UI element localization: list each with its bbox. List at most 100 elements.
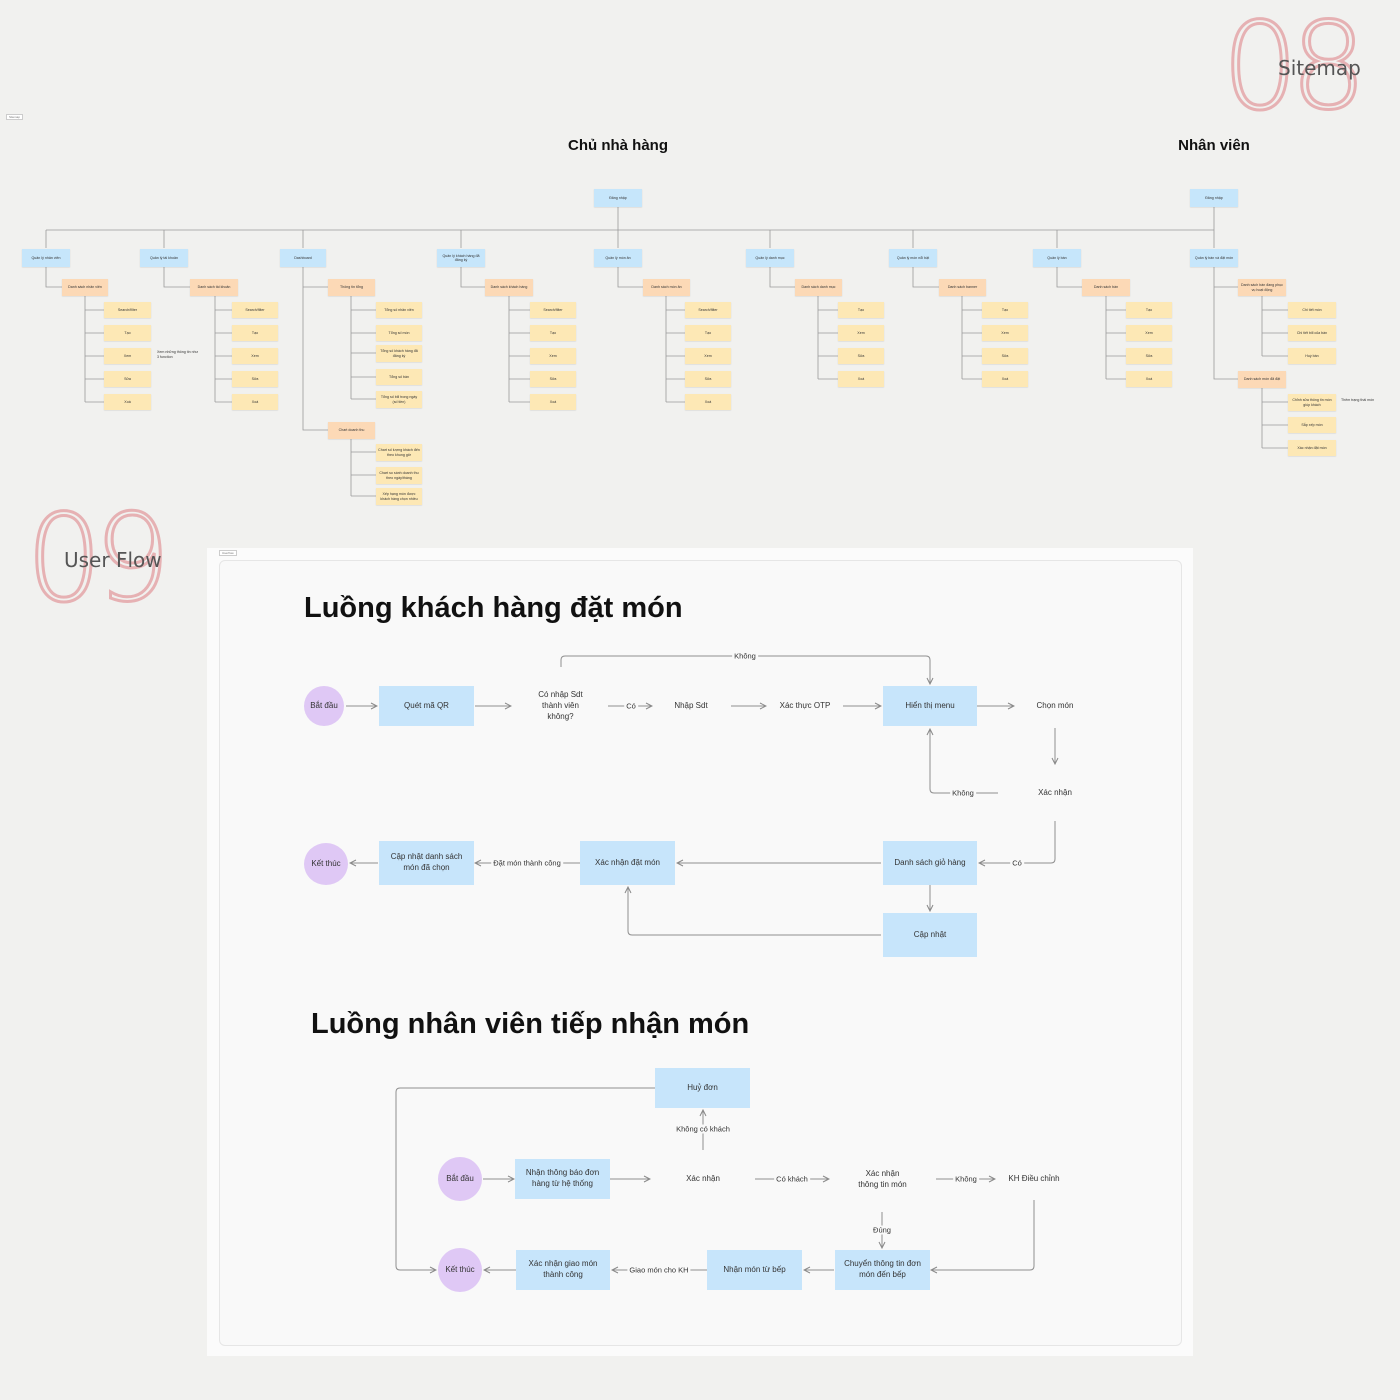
sitemap-item: Tạo [982,302,1028,318]
sitemap-item: Xoá [982,371,1028,387]
sitemap-staff-item: Chi tiết món [1288,302,1336,318]
sitemap-group-sub: Danh sách món ăn [643,279,690,296]
sitemap-item: Sửa [982,348,1028,364]
customer-edge-no: Không [950,788,976,798]
customer-update-list: Cập nhật danh sách món đã chọn [379,841,474,885]
staff-receive-kitchen: Nhận món từ bếp [707,1250,802,1290]
section-label-userflow: User Flow [64,548,162,572]
section-label-sitemap: Sitemap [1278,56,1361,80]
staff-cancel: Huỷ đơn [655,1068,750,1108]
sitemap-item: Xoá [530,394,576,410]
customer-enter-phone: Nhập Sdt [651,686,731,726]
customer-decision-member: Có nhập Sdt thành viên không? [513,667,608,746]
sitemap-staff-item: Sắp xếp món [1288,417,1336,433]
sitemap-item: Xem [530,348,576,364]
sitemap-item: Xem [685,348,731,364]
customer-edge-yes: Có [624,701,638,711]
sitemap-group-sub: Thông tin tổng [328,279,375,296]
sitemap-item: Tạo [838,302,884,318]
sitemap-item: Search/filter [232,302,278,318]
sitemap-staff-login: Đăng nhập [1190,189,1238,207]
sitemap-note: Xem những thông tin như 3 function [157,350,198,359]
sitemap-item: Chart so sánh doanh thu theo ngày/tháng [376,467,422,484]
sitemap-item: Sửa [1126,348,1172,364]
sitemap-group-label: Dashboard [280,249,326,267]
sitemap-group-label: Quản lý món nổi bật [889,249,937,267]
sitemap-item: Xoá [1126,371,1172,387]
sitemap-item: Tổng số khách hàng đã đăng ký [376,345,422,362]
sitemap-item: Tạo [104,325,151,341]
userflow-frame-tag: Userflow [219,550,237,556]
sitemap-group-sub: Danh sách nhân viên [62,279,108,296]
sitemap-staff-sub: Danh sách bàn đang phục vụ hoạt động [1238,279,1286,296]
customer-edge-yes2: Có [1010,858,1024,868]
sitemap-item: Search/filter [530,302,576,318]
sitemap-item: Tạo [530,325,576,341]
sitemap-staff-item: Chi tiết bill của bàn [1288,325,1336,341]
staff-adjust: KH Điều chỉnh [994,1159,1074,1199]
sitemap-item: Tạo [1126,302,1172,318]
customer-update: Cập nhật [883,913,977,957]
sitemap-item: Sửa [232,371,278,387]
sitemap-group-sub: Chart doanh thu [328,422,375,439]
sitemap-item: Tổng số món [376,325,422,341]
sitemap-frame-tag: Sitemap [6,114,24,120]
customer-confirm-order: Xác nhận đặt món [580,841,675,885]
customer-edge-success: Đặt món thành công [491,858,563,868]
customer-end: Kết thúc [304,843,348,885]
staff-edge-no: Không [953,1174,979,1184]
sitemap-item: Tổng số nhân viên [376,302,422,318]
staff-edge-right: Đúng [871,1225,893,1235]
sitemap-group-label: Quản lý khách hàng đã đăng ký [437,249,485,267]
sitemap-item: Xem [982,325,1028,341]
sitemap-item: Xoá [685,394,731,410]
sitemap-item: Tổng số bill trong ngày (số tiền) [376,391,422,408]
sitemap-item: Search/filter [685,302,731,318]
customer-show-menu: Hiển thị menu [883,686,977,726]
sitemap-group-label: Quản lý món ăn [594,249,642,267]
customer-decision-confirm: Xác nhận [999,766,1111,821]
staff-confirm-delivery: Xác nhận giao món thành công [516,1250,610,1290]
customer-edge-no-top: Không [732,651,758,661]
sitemap-item: Xem [232,348,278,364]
sitemap-item: Xem [1126,325,1172,341]
sitemap-group-label: Quản lý tài khoản [140,249,188,267]
customer-start: Bắt đầu [304,686,344,726]
customer-cart: Danh sách giỏ hàng [883,841,977,885]
sitemap-staff-title: Nhân viên [1178,137,1250,154]
sitemap-group-sub: Danh sách banner [939,279,986,296]
sitemap-owner-title: Chủ nhà hàng [568,137,668,154]
sitemap-group-label: Quản lý nhân viên [22,249,70,267]
sitemap-staff-group-label: Quản lý bàn và đặt món [1190,249,1238,267]
sitemap-group-sub: Danh sách khách hàng [485,279,533,296]
customer-scan-qr: Quét mã QR [379,686,474,726]
staff-edge-no-customer: Không có khách [674,1124,732,1134]
staff-start: Bắt đầu [438,1157,482,1201]
staff-end: Kết thúc [438,1248,482,1292]
staff-decision-confirm-info: Xác nhận thông tin món [829,1148,936,1212]
staff-edge-has-customer: Có khách [774,1174,810,1184]
staff-transfer-kitchen: Chuyển thông tin đơn món đến bếp [835,1250,930,1290]
sitemap-group-sub: Danh sách bàn [1082,279,1130,296]
customer-otp: Xác thực OTP [765,686,845,726]
staff-edge-deliver: Giao món cho KH [627,1265,691,1275]
sitemap-item: Xem [104,348,151,364]
sitemap-staff-sub: Danh sách món đã đặt [1238,371,1286,388]
section-number-09: 09 [25,490,173,629]
sitemap-item: Xếp hạng món được khách hàng chọn nhiều [376,488,422,505]
sitemap-item: Sửa [685,371,731,387]
sitemap-item: Search/filter [104,302,151,318]
sitemap-staff-item: Huỷ bàn [1288,348,1336,364]
sitemap-staff-item: Chỉnh sửa thông tin món giúp khách [1288,394,1336,411]
sitemap-item: Sửa [104,371,151,387]
sitemap-item: Tạo [685,325,731,341]
sitemap-owner-login: Đăng nhập [594,189,642,207]
staff-decision-confirm: Xác nhận [651,1150,755,1208]
sitemap-item: Xoá [838,371,884,387]
sitemap-group-label: Quản lý bàn [1033,249,1081,267]
customer-choose: Chọn món [1015,686,1095,726]
sitemap-group-sub: Danh sách tài khoản [190,279,238,296]
sitemap-item: Sửa [838,348,884,364]
sitemap-item: Xoá [104,394,151,410]
